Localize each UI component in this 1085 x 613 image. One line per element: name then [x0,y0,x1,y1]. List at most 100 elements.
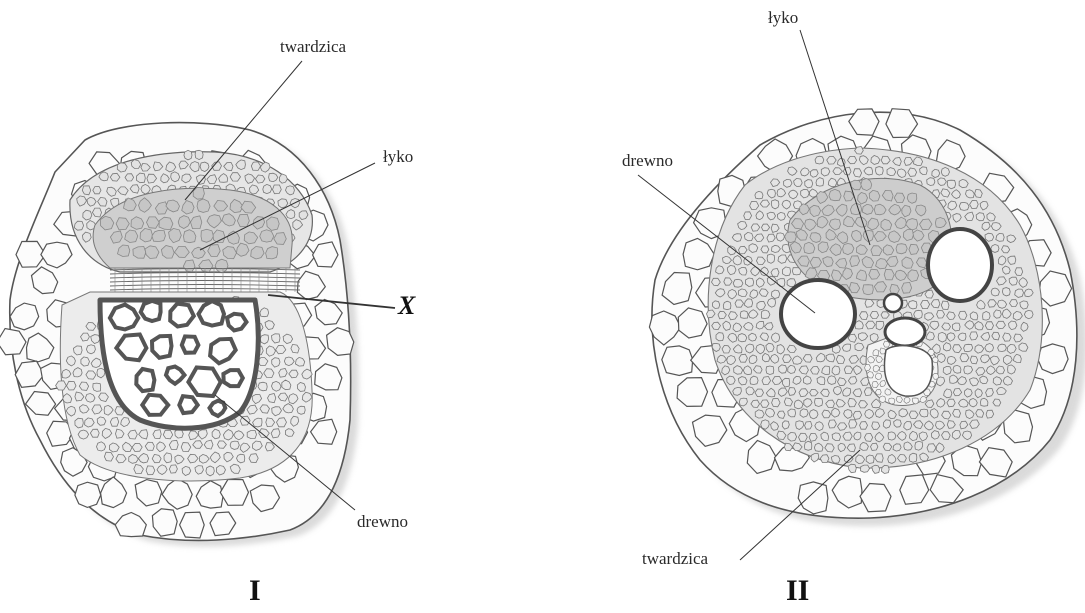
sclerenchyma-cell [744,212,752,220]
sclerenchyma-cell [920,167,928,175]
sheath-cell [212,429,220,439]
phloem-cell [862,204,873,214]
sclerenchyma-cell [761,310,770,319]
sclerenchyma-cell [887,168,896,176]
sheath-cell [75,418,83,428]
phloem-cell [785,232,797,243]
sclerenchyma-cell [991,245,999,253]
sclerenchyma-cell [766,366,774,375]
sclerenchyma-cell [804,376,812,384]
sclerenchyma-cell [137,173,146,183]
protoxylem-cell [876,373,882,380]
sclerenchyma-cell [997,366,1005,374]
figure-II-air-lacuna [884,346,932,396]
figure-II-protoxylem-vessel [885,318,925,346]
sclerenchyma-cell [1009,277,1017,285]
sclerenchyma-cell [915,441,923,450]
figure-II-small-vessel [884,294,902,312]
sclerenchyma-cell [937,354,946,363]
sclerenchyma-cell [991,288,999,296]
sclerenchyma-cell [908,168,917,176]
sclerenchyma-cell [876,167,884,176]
parenchyma-cell [1038,344,1068,374]
sheath-cell [247,431,256,439]
sclerenchyma-cell [985,322,993,330]
phloem-cell [829,189,841,200]
label-I-x-marker: X [398,293,415,319]
sclerenchyma-cell [942,432,951,440]
protoxylem-cell [912,398,918,404]
sclerenchyma-cell [832,366,840,375]
sclerenchyma-cell [938,332,946,342]
phloem-cell [197,199,210,213]
sclerenchyma-cell [998,344,1007,351]
sclerenchyma-cell [83,210,92,220]
xylem-vessel [141,301,161,321]
sclerenchyma-cell [712,278,721,285]
sclerenchyma-cell [1002,288,1010,296]
sclerenchyma-cell [740,311,748,319]
figure-II-metaxylem-vessel-right [928,229,992,301]
sclerenchyma-cell [983,311,991,320]
phloem-cell [902,282,912,293]
phloem-cell [858,193,868,205]
sclerenchyma-cell [777,212,785,220]
figure-I-bundle [0,123,359,547]
sclerenchyma-cell [817,377,825,385]
phloem-cell [909,244,919,254]
label-II-drewno: drewno [622,152,673,169]
sclerenchyma-cell [273,185,282,194]
sclerenchyma-cell [744,232,753,240]
sheath-cell [146,466,155,475]
sheath-cell [78,430,89,439]
figure-number-II: II [786,576,809,606]
figure-number-I: I [249,576,261,606]
sclerenchyma-cell [782,421,789,429]
sclerenchyma-cell [981,398,988,406]
sclerenchyma-cell [750,376,758,384]
sclerenchyma-cell [960,354,969,362]
sheath-cell [93,383,101,391]
sclerenchyma-cell [833,387,841,395]
sclerenchyma-cell [927,178,935,186]
xylem-vessel [199,301,225,326]
phloem-cell [903,230,913,241]
sclerenchyma-cell [970,356,977,364]
xylem-vessel [210,401,226,416]
sclerenchyma-cell [932,169,940,177]
sclerenchyma-cell [805,422,812,430]
sclerenchyma-cell [755,191,763,198]
phloem-cell [184,230,196,243]
sheath-cell [249,454,258,463]
sclerenchyma-cell [712,301,719,309]
sclerenchyma-cell [779,365,787,373]
sheath-cell [206,466,214,476]
sclerenchyma-cell [849,420,857,428]
sclerenchyma-cell [943,366,951,374]
sclerenchyma-cell [1009,321,1017,330]
sclerenchyma-cell [952,430,960,439]
sheath-cell [169,465,177,473]
sclerenchyma-cell [733,256,742,266]
phloem-cell [869,190,880,201]
sclerenchyma-cell [263,184,272,193]
sclerenchyma-cell [745,344,754,353]
phloem-cell [193,187,204,199]
sclerenchyma-cell [794,178,803,186]
sclerenchyma-cell [804,441,811,450]
xylem-vessel [142,395,168,415]
xylem-vessel [152,336,172,358]
sclerenchyma-cell [976,410,984,418]
xylem-vessel [136,369,154,391]
sclerenchyma-cell [723,301,731,309]
sclerenchyma-cell [799,433,808,441]
label-I-lyko: łyko [383,148,413,165]
figure-II-bundle [649,109,1085,526]
sclerenchyma-cell [739,354,747,362]
parenchyma-cell [75,482,101,507]
phloem-cell [894,193,904,203]
xylem-vessel [227,314,247,331]
sclerenchyma-cell [970,312,978,320]
sclerenchyma-cell [93,187,101,194]
